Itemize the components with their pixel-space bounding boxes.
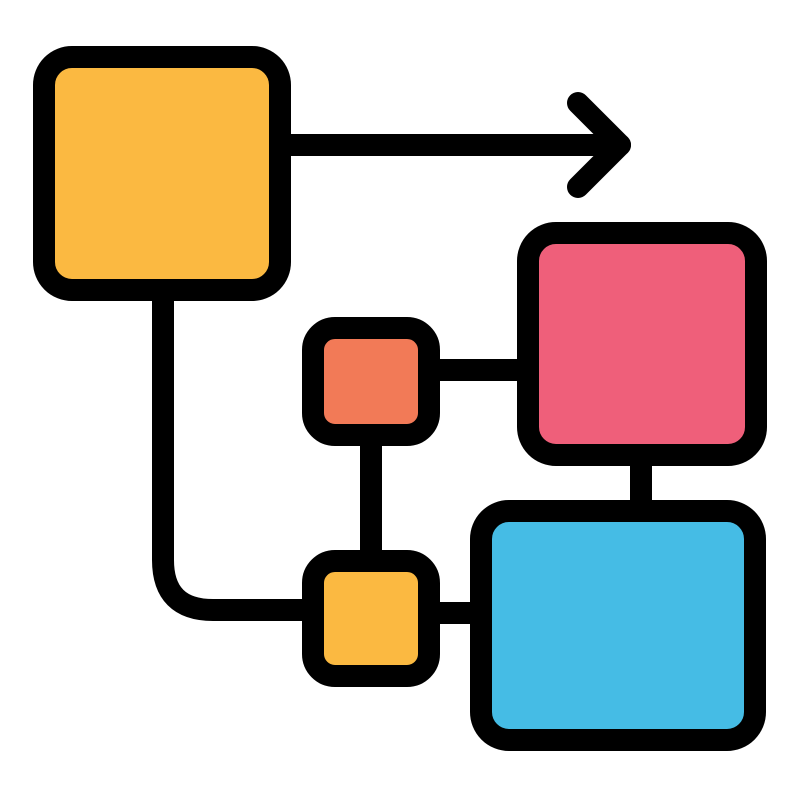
arrowhead-icon [567, 92, 631, 198]
node-connector [302, 317, 440, 446]
edge-source-to-junction [152, 289, 316, 621]
node-source [33, 46, 291, 301]
node-target-red [517, 222, 767, 466]
node-junction [302, 550, 440, 687]
node-target-blue [470, 500, 766, 751]
